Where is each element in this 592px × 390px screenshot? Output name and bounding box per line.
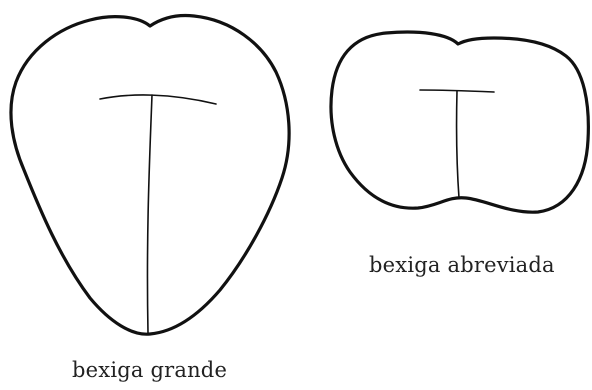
large-bladder-illustration	[11, 15, 289, 334]
short-bladder-outline	[331, 32, 588, 212]
short-bladder-label: bexiga abreviada	[369, 253, 555, 277]
short-bladder-stem-line	[457, 91, 459, 198]
short-bladder-illustration	[331, 32, 588, 212]
large-bladder-label: bexiga grande	[72, 358, 227, 382]
large-bladder-stem-line	[147, 95, 152, 333]
large-bladder-outline	[11, 15, 289, 334]
large-bladder-top-line	[100, 95, 216, 104]
